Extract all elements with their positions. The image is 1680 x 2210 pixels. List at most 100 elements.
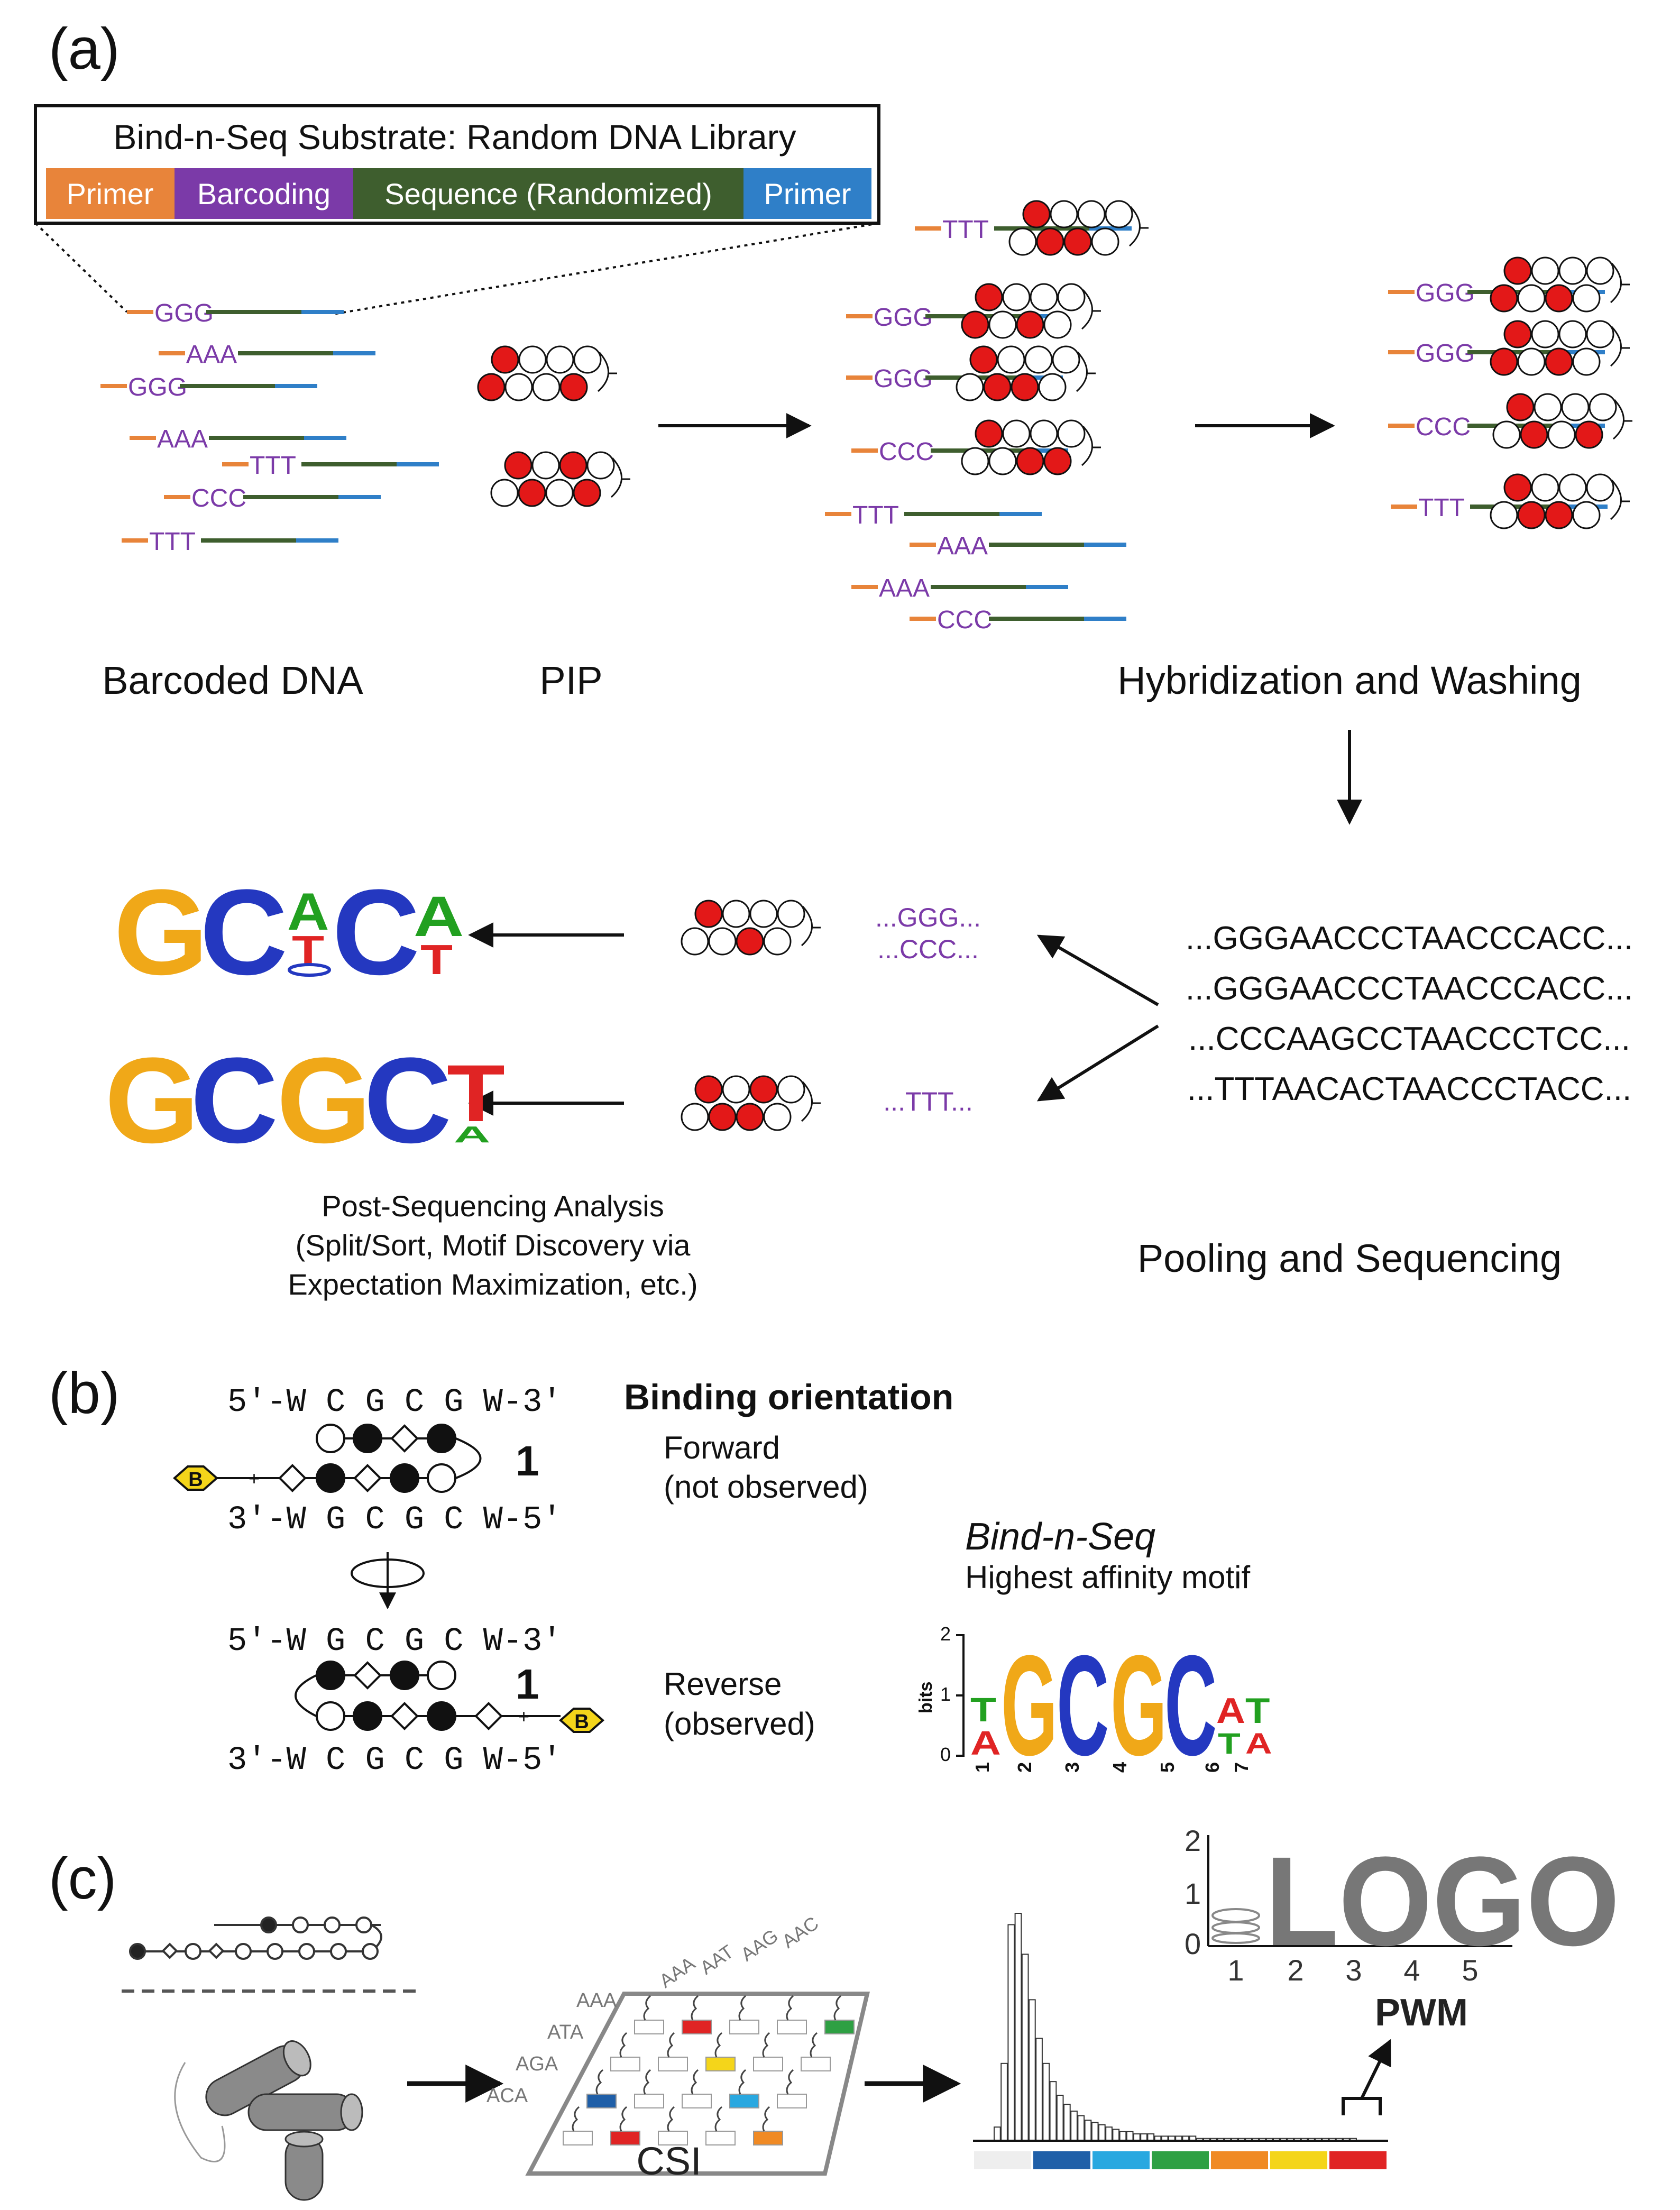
array-spot [729,2094,759,2108]
array-seq: AAG [737,1924,782,1965]
barcode-label: TTT [1418,494,1465,522]
caption-post-line-2: (Split/Sort, Motif Discovery via [296,1228,691,1262]
read-2: ...GGGAACCCTAACCCACC... [1186,970,1633,1007]
motif-small-c [288,963,331,977]
motif-letter: C [364,1032,452,1168]
bns-letter: T [970,1691,996,1729]
array-spot [610,2057,640,2071]
compound-number-rev: 1 [516,1661,539,1708]
pwm-pos: 4 [1403,1954,1420,1987]
motif-letter: A [287,883,329,941]
pwm-logo: 2 1 0 1 2 3 4 5 LOGO [1185,1824,1620,1987]
fwd-top-strand: 5'-W C G C G W-3' [227,1383,562,1421]
dna-strand: AAA [851,574,1068,602]
motif-letter: G [114,864,208,1000]
motif-letter: G [277,1032,371,1168]
barcode-label: CCC [191,484,246,512]
motif-logo-bottom: G C G C T A [105,1032,505,1168]
pip [681,1075,821,1131]
logo-pos: 1 [971,1762,993,1773]
caption-post-line-1: Post-Sequencing Analysis [322,1189,664,1223]
motif-letter: A [414,884,464,948]
split-label-ttt: ...TTT... [883,1087,972,1116]
motif-letter: C [200,864,288,1000]
svg-text:+: + [249,1468,260,1489]
dna-strand: AAA [130,425,346,453]
motif-letter: C [332,864,420,1000]
bns-title: Bind-n-Seq [965,1516,1155,1558]
dna-strands: GGGAAAGGGAAATTTCCCTTTTTTGGGGGGCCCTTTAAAA… [100,216,1608,634]
pwm-pos: 3 [1345,1954,1362,1987]
bns-letter: T [1245,1691,1270,1731]
pip [1490,473,1630,529]
segment-primer-right [743,168,871,219]
pwm-pos: 2 [1287,1954,1303,1987]
pip-molecules [477,200,1632,1131]
segment-label-barcoding: Barcoding [197,177,331,210]
bns-letter: G [1001,1626,1058,1785]
panel-c-label: (c) [49,1846,116,1911]
barcode-label: GGG [154,299,214,327]
histogram-bar [1119,2131,1127,2142]
svg-text:+: + [518,1705,529,1727]
segment-label-primer-left: Primer [67,177,154,210]
read-1: ...GGGAACCCTAACCCACC... [1186,920,1633,957]
forward-label: Forward [664,1430,780,1465]
histogram-bar [1105,2126,1113,2141]
pip [681,900,821,956]
caption-post-line-3: Expectation Maximization, etc.) [288,1268,698,1301]
library-title: Bind-n-Seq Substrate: Random DNA Library [113,117,796,157]
segment-barcoding [175,168,353,219]
barcode-label: TTT [942,216,989,244]
dna-strand: TTT [122,528,338,556]
dna-strand: GGG [1388,340,1605,368]
barcode-label: AAA [157,425,208,453]
array-spot [777,2094,807,2108]
logo-ytick: 0 [940,1744,951,1765]
bns-letter: A [1216,1691,1245,1731]
colorbar-segment [1033,2151,1090,2169]
read-4: ...TTTAACACTAACCCTACC... [1187,1071,1631,1107]
caption-barcoded-dna: Barcoded DNA [102,658,363,702]
histogram-bar [1014,1913,1022,2141]
barcode-label: GGG [874,365,933,393]
array-seq: AAC [778,1912,822,1952]
caption-csi: CSI [636,2139,701,2183]
logo-pos: 3 [1061,1762,1083,1773]
dna-strand: TTT [222,452,439,480]
histogram-bar [1007,1924,1015,2141]
array-spot [634,2020,664,2034]
bns-letter: G [1110,1626,1167,1785]
segment-randomized [353,168,743,219]
barcode-label: CCC [1416,413,1471,441]
barcode-label: GGG [1416,279,1475,307]
barcode-label: TTT [250,452,296,480]
binding-orientation-heading: Binding orientation [624,1377,953,1417]
array-spot [586,2094,617,2108]
fwd-bottom-strand: 3'-W G C G C W-5' [227,1501,562,1538]
colorbar-segment [974,2151,1031,2169]
caption-pip: PIP [539,658,602,702]
logo-ytick: 1 [940,1683,951,1705]
logo-ytick: 2 [940,1623,951,1645]
array-spot [610,2131,640,2145]
pip [1490,320,1630,376]
histogram-bar [994,2126,1001,2141]
biotin-letter: B [574,1711,589,1733]
bns-subtitle: Highest affinity motif [965,1560,1250,1595]
pip [490,451,630,507]
colorbar-segment [1329,2151,1387,2169]
rev-bottom-strand: 3'-W C G C G W-5' [227,1741,562,1779]
zoom-line-right [333,222,879,315]
barcode-label: TTT [149,528,196,556]
dna-strand: AAA [159,341,375,369]
histogram-bar [1070,2111,1078,2142]
array-spot [658,2057,688,2071]
histogram-bar [1049,2081,1057,2141]
zoom-line-left [34,222,128,313]
library-segments: Primer Barcoding Sequence (Randomized) P… [46,168,871,219]
dna-strand: CCC [164,484,381,512]
array-spot [753,2057,783,2071]
array-spot [824,2020,855,2034]
histogram-bar [1056,2095,1064,2141]
